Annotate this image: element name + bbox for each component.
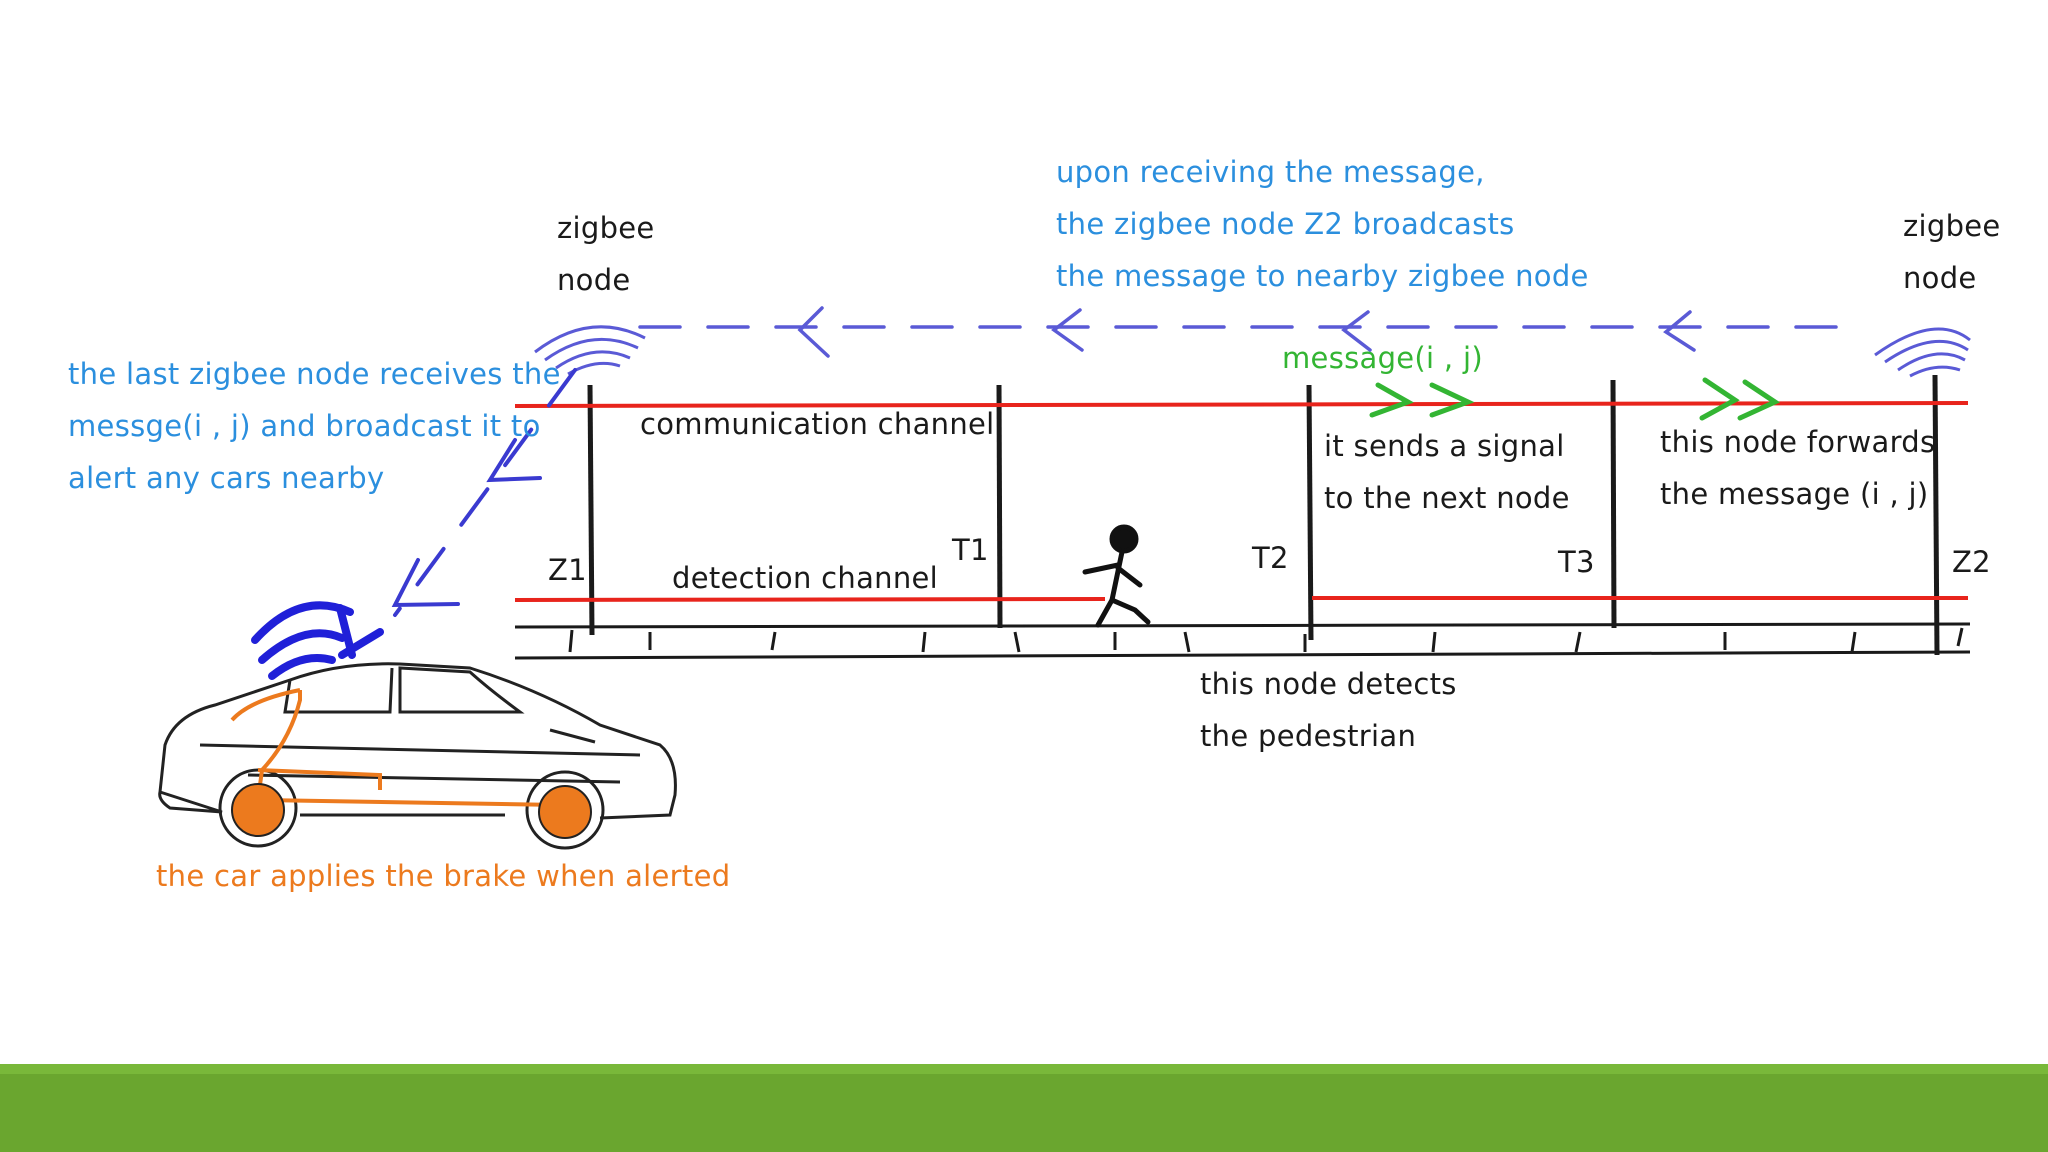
car-alert-dashed-arrow	[391, 368, 577, 617]
broadcast-dashed-arrow	[638, 306, 1857, 358]
last-node-label-line1: the last zigbee node receives the	[68, 357, 561, 391]
forwards-label-line2: the message (i , j)	[1660, 477, 1929, 511]
car-brake-system	[230, 688, 561, 807]
detection-channel-line	[514, 597, 1106, 602]
node-z2-label: Z2	[1952, 545, 1991, 579]
node-poles	[587, 374, 1940, 656]
upon-label-line1: upon receiving the message,	[1056, 155, 1485, 189]
car-signal-icon	[251, 601, 384, 680]
message-arrows-1	[1369, 382, 1475, 418]
car-front-wheel	[538, 785, 592, 839]
message-label: message(i , j)	[1282, 341, 1483, 375]
left-node-signal-icon	[534, 325, 646, 376]
zigbee-left-label-line1: zigbee	[557, 211, 655, 245]
upon-label-line3: the message to nearby zigbee node	[1056, 259, 1589, 293]
sends-label-line1: it sends a signal	[1324, 429, 1565, 463]
node-t3-label: T3	[1558, 545, 1595, 579]
detection-channel-label: detection channel	[672, 561, 939, 595]
zigbee-right-label-line1: zigbee	[1903, 209, 2001, 243]
last-node-label-line2: messge(i , j) and broadcast it to	[68, 409, 541, 443]
footer-band	[0, 1064, 2048, 1152]
message-arrows-2	[1699, 377, 1781, 421]
car-brake-label: the car applies the brake when alerted	[156, 859, 731, 893]
pedestrian-icon	[1082, 524, 1151, 628]
node-t2-label: T2	[1252, 541, 1289, 575]
forwards-label-line1: this node forwards	[1660, 425, 1936, 459]
right-node-signal-icon	[1874, 327, 1971, 378]
last-node-label-line3: alert any cars nearby	[68, 461, 385, 495]
detects-label-line2: the pedestrian	[1200, 719, 1417, 753]
node-z1-label: Z1	[548, 553, 587, 587]
detects-label-line1: this node detects	[1200, 667, 1457, 701]
upon-label-line2: the zigbee node Z2 broadcasts	[1056, 207, 1515, 241]
communication-channel-label: communication channel	[640, 407, 995, 441]
zigbee-right-label-line2: node	[1903, 261, 1977, 295]
car-rear-wheel	[231, 783, 285, 837]
node-t1-label: T1	[952, 533, 989, 567]
ground	[514, 622, 1971, 660]
footer-accent-line	[0, 1064, 2048, 1074]
sends-label-line2: to the next node	[1324, 481, 1570, 515]
zigbee-left-label-line2: node	[557, 263, 631, 297]
